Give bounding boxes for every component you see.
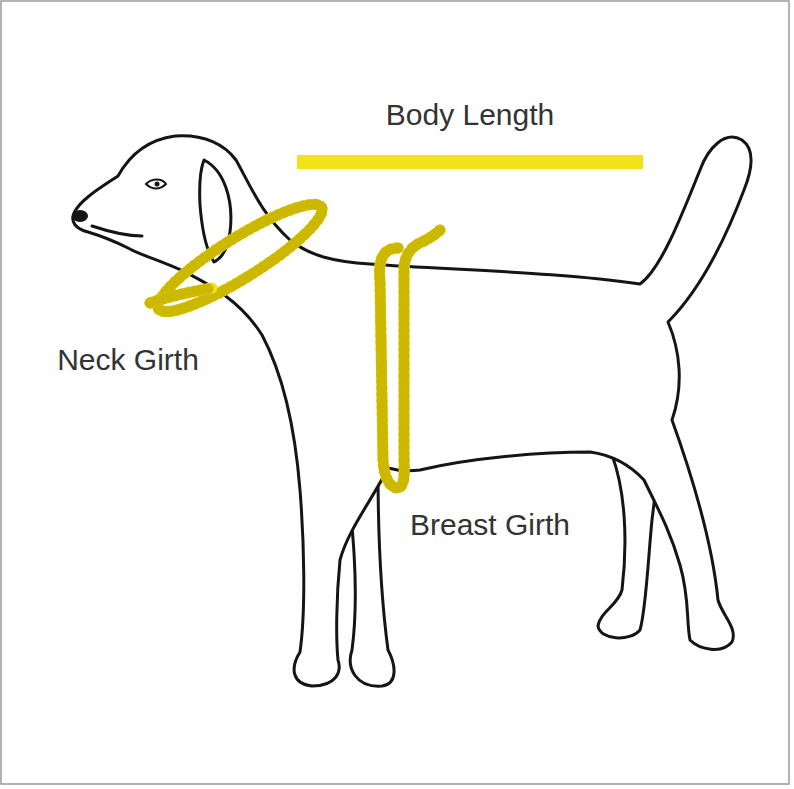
measurement-label: Neck Girth [57, 343, 199, 378]
breast-girth-ticks [380, 230, 440, 488]
neck-tape-end-ticks [150, 288, 212, 303]
measurement-label: Breast Girth [410, 508, 570, 543]
neck-girth-ticks [148, 190, 332, 326]
dog-eye [146, 180, 166, 189]
dog-nose [72, 210, 88, 222]
dog-mouth [92, 226, 142, 236]
body-length-tape [297, 155, 643, 169]
neck-tape-end [150, 288, 212, 303]
breast-girth-tape [380, 230, 440, 488]
dog-pupil [155, 182, 160, 187]
dog-body [73, 136, 752, 686]
neck-girth-tape [148, 190, 332, 326]
measurement-label: Body Length [386, 98, 554, 133]
